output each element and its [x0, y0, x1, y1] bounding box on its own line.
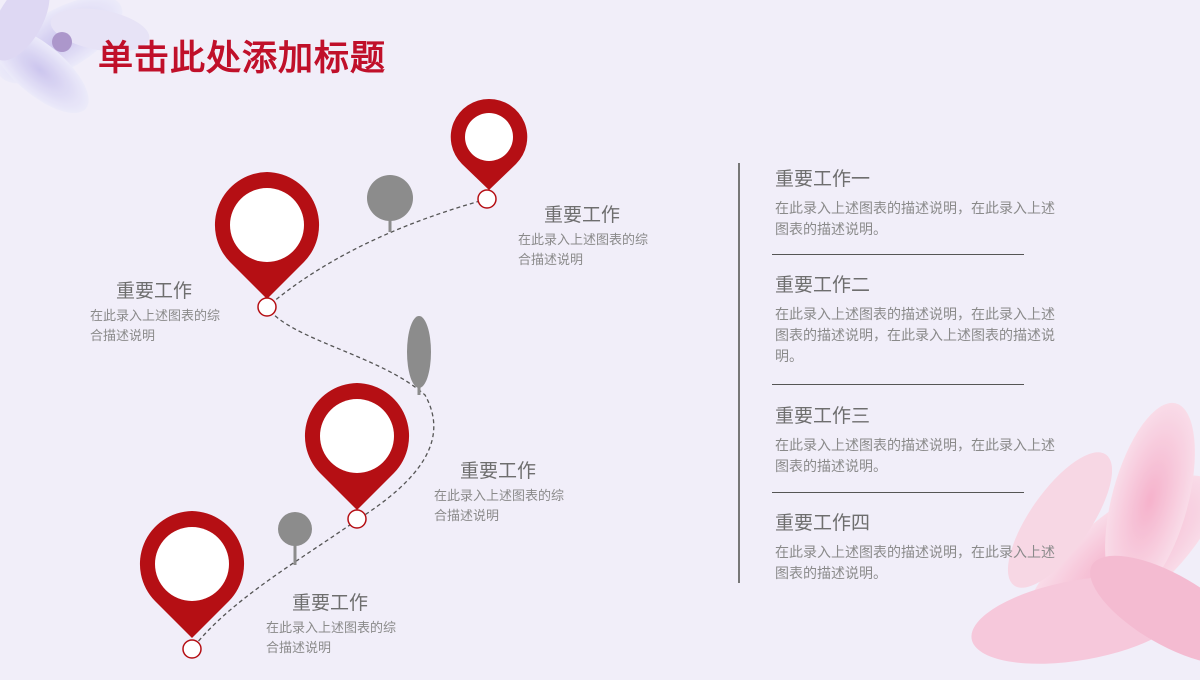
route-path [191, 198, 488, 650]
map-pin-icon [139, 511, 245, 659]
list-item-desc[interactable]: 在此录入上述图表的描述说明，在此录入上述图表的描述说明。 [775, 438, 1055, 475]
tree-icon [367, 175, 413, 232]
divider [772, 384, 1024, 385]
tree-icon [278, 512, 312, 565]
list-item-title[interactable]: 重要工作二 [775, 274, 871, 296]
divider [772, 492, 1024, 493]
pin-label-desc[interactable]: 在此录入上述图表的综合描述说明 [266, 621, 397, 656]
list-item-desc[interactable]: 在此录入上述图表的描述说明，在此录入上述图表的描述说明。 [775, 545, 1055, 582]
pin-label-1: 重要工作 在此录入上述图表的综合描述说明 [518, 200, 658, 271]
flower-bottom-right-icon [971, 402, 1200, 665]
page-title[interactable]: 单击此处添加标题 [98, 39, 387, 79]
flower-top-left-icon [0, 0, 150, 114]
list-item-title[interactable]: 重要工作一 [775, 168, 871, 190]
list-item-desc[interactable]: 在此录入上述图表的描述说明，在此录入上述图表的描述说明。 [775, 201, 1055, 238]
pin-label-title[interactable]: 重要工作 [292, 592, 369, 614]
pin-label-4: 重要工作 在此录入上述图表的综合描述说明 [266, 588, 406, 659]
list-item: 重要工作二 在此录入上述图表的描述说明，在此录入上述图表的描述说明，在此录入上述… [775, 270, 1075, 368]
list-item-desc[interactable]: 在此录入上述图表的描述说明，在此录入上述图表的描述说明，在此录入上述图表的描述说… [775, 307, 1055, 365]
tree-icon [407, 316, 431, 395]
vertical-divider [738, 163, 740, 583]
list-item: 重要工作四 在此录入上述图表的描述说明，在此录入上述图表的描述说明。 [775, 508, 1075, 585]
map-pin-icon [450, 98, 528, 209]
pin-label-desc[interactable]: 在此录入上述图表的综合描述说明 [90, 309, 221, 344]
pin-label-3: 重要工作 在此录入上述图表的综合描述说明 [434, 456, 574, 527]
pin-label-2: 重要工作 在此录入上述图表的综合描述说明 [90, 276, 230, 347]
map-pin-icon [214, 172, 320, 317]
pin-label-desc[interactable]: 在此录入上述图表的综合描述说明 [434, 489, 565, 524]
pin-label-title[interactable]: 重要工作 [460, 460, 537, 482]
map-pin-icon [304, 383, 410, 529]
pin-label-title[interactable]: 重要工作 [544, 204, 621, 226]
list-item: 重要工作三 在此录入上述图表的描述说明，在此录入上述图表的描述说明。 [775, 401, 1075, 478]
list-item: 重要工作一 在此录入上述图表的描述说明，在此录入上述图表的描述说明。 [775, 164, 1075, 241]
pin-label-desc[interactable]: 在此录入上述图表的综合描述说明 [518, 233, 649, 268]
list-item-title[interactable]: 重要工作四 [775, 512, 871, 534]
divider [772, 254, 1024, 255]
list-item-title[interactable]: 重要工作三 [775, 405, 871, 427]
pin-label-title[interactable]: 重要工作 [116, 280, 193, 302]
